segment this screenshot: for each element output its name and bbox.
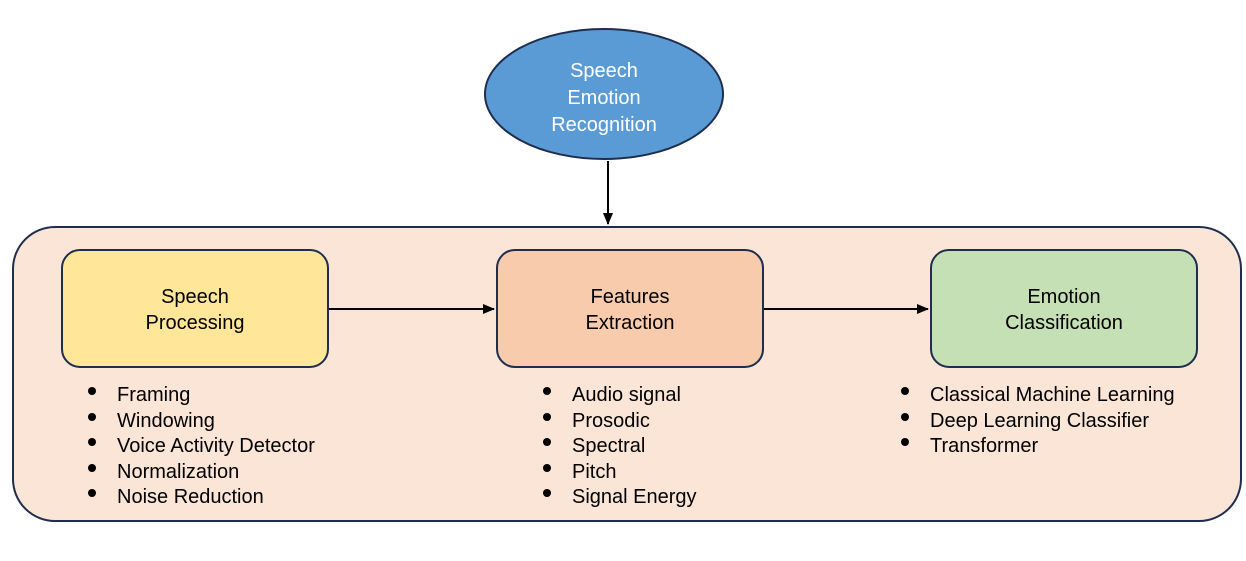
speech-processing-label: Speech Processing	[62, 284, 328, 336]
features-extraction-box	[496, 249, 764, 368]
list-item: Pitch	[539, 460, 697, 486]
stage-label-line: Features	[590, 286, 670, 308]
root-label-line: Emotion	[567, 87, 641, 109]
list-item: Transformer	[897, 434, 1175, 460]
root-label-line: Recognition	[551, 114, 657, 136]
list-item: Framing	[84, 383, 315, 409]
root-node-label: Speech Emotion Recognition	[504, 58, 704, 139]
stage-label-line: Processing	[145, 312, 245, 334]
speech-processing-box	[61, 249, 329, 368]
list-item: Windowing	[84, 409, 315, 435]
list-item: Spectral	[539, 434, 697, 460]
speech-processing-items: Framing Windowing Voice Activity Detecto…	[84, 383, 315, 511]
emotion-classification-label: Emotion Classification	[931, 284, 1197, 336]
features-extraction-label: Features Extraction	[497, 284, 763, 336]
list-item: Audio signal	[539, 383, 697, 409]
list-item: Signal Energy	[539, 485, 697, 511]
root-node-ellipse	[484, 28, 724, 160]
stage-label-line: Extraction	[585, 312, 675, 334]
list-item: Voice Activity Detector	[84, 434, 315, 460]
root-label-line: Speech	[570, 60, 638, 82]
list-item: Noise Reduction	[84, 485, 315, 511]
emotion-classification-box	[930, 249, 1198, 368]
stage-label-line: Speech	[161, 286, 229, 308]
list-item: Normalization	[84, 460, 315, 486]
list-item: Deep Learning Classifier	[897, 409, 1175, 435]
features-extraction-items: Audio signal Prosodic Spectral Pitch Sig…	[539, 383, 697, 511]
emotion-classification-items: Classical Machine Learning Deep Learning…	[897, 383, 1175, 460]
list-item: Prosodic	[539, 409, 697, 435]
stage-label-line: Emotion	[1027, 286, 1101, 308]
list-item: Classical Machine Learning	[897, 383, 1175, 409]
stage-label-line: Classification	[1005, 312, 1123, 334]
